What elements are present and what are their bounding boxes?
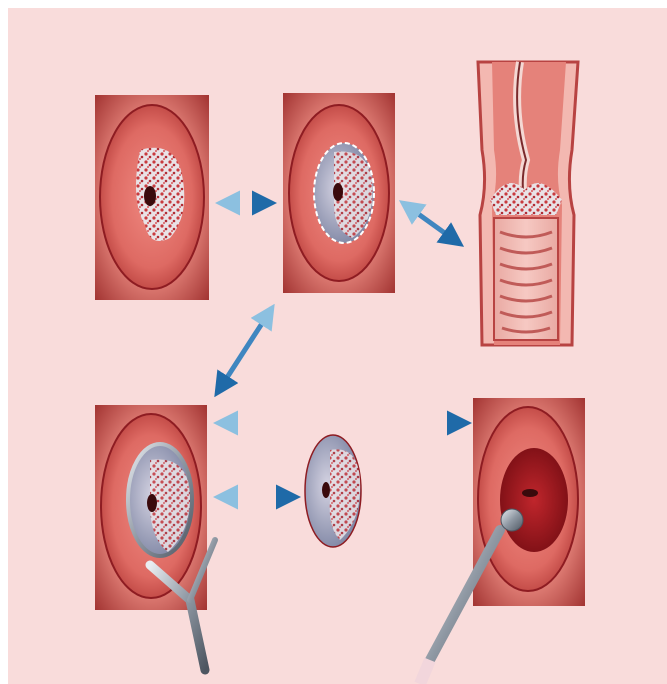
arrow-outlined-to-excision (217, 308, 272, 393)
arrow-outlined-to-canal (403, 203, 460, 244)
cervical-canal-icon (478, 62, 578, 345)
cervix-outlined-icon (283, 93, 395, 293)
cone-specimen-icon (305, 435, 361, 547)
cautery-probe-icon (420, 398, 585, 684)
loop-excision-icon (95, 405, 215, 670)
cervix-lesion-icon (95, 95, 209, 300)
